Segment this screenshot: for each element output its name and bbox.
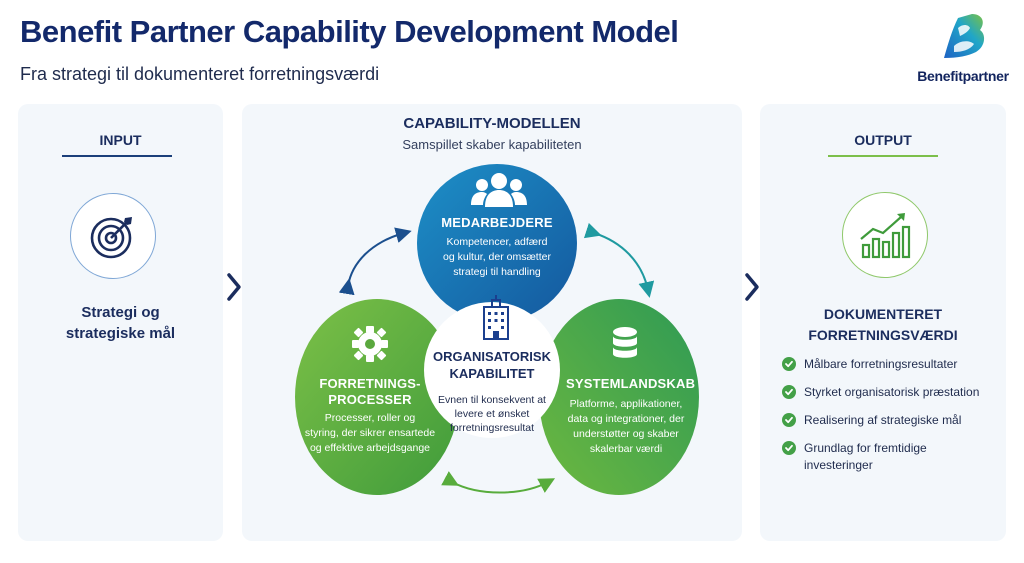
system-body: Platforme, applikationer, data og integr… — [561, 397, 691, 457]
input-heading: INPUT — [99, 132, 142, 148]
people-body: Kompetencer, adfærd og kultur, der omsæt… — [427, 235, 567, 280]
core-title-line: KAPABILITET — [449, 366, 535, 381]
output-title-line: FORRETNINGSVÆRDI — [808, 327, 958, 343]
process-body-line: Processer, roller og — [324, 412, 416, 424]
core-title-line: ORGANISATORISK — [433, 349, 551, 364]
input-text-line2: strategiske mål — [65, 325, 176, 342]
list-item: Styrket organisatorisk præstation — [782, 384, 996, 401]
input-text: Strategi og strategiske mål — [18, 302, 223, 344]
core-body-line: forretningsresultat — [449, 422, 535, 434]
process-title-line: FORRETNINGS- — [319, 376, 421, 391]
core-body: Evnen til konsekvent at levere et ønsket… — [438, 393, 546, 435]
list-item-label: Grundlag for fremtidige investeringer — [804, 441, 927, 472]
check-icon — [782, 441, 796, 455]
arrow-people-process — [338, 227, 412, 296]
system-body-line: data og integrationer, der — [567, 413, 685, 425]
database-icon — [613, 327, 637, 358]
arrow-process-system — [441, 471, 556, 494]
list-item: Målbare forretningsresultater — [782, 356, 996, 373]
page-title: Benefit Partner Capability Development M… — [20, 14, 679, 49]
logo: Benefitpartner — [912, 10, 1014, 86]
growth-chart-icon — [860, 213, 911, 259]
system-circle — [539, 299, 699, 495]
process-body: Processer, roller og styring, der sikrer… — [300, 411, 440, 456]
output-heading: OUTPUT — [854, 132, 912, 148]
people-body-line: og kultur, der omsætter — [443, 251, 551, 263]
list-item: Grundlag for fremtidige investeringer — [782, 440, 996, 474]
system-body-line: skalerbar værdi — [589, 443, 663, 455]
system-title: SYSTEMLANDSKAB — [566, 376, 696, 391]
gear-icon — [352, 326, 388, 362]
list-item-label: Styrket organisatorisk præstation — [804, 385, 980, 399]
output-list: Målbare forretningsresultater Styrket or… — [782, 356, 996, 485]
output-title-line: DOKUMENTERET — [823, 306, 943, 322]
chevron-right-icon — [226, 272, 242, 310]
output-rule — [828, 155, 938, 157]
input-text-line1: Strategi og — [81, 304, 160, 321]
people-title: MEDARBEJDERE — [441, 215, 553, 230]
core-title: ORGANISATORISK KAPABILITET — [432, 348, 552, 382]
system-body-line: understøtter og skaber — [573, 428, 679, 440]
process-body-line: og effektive arbejdsgange — [309, 442, 431, 454]
process-body-line: styring, der sikrer ensartede — [304, 427, 436, 439]
process-circle — [295, 299, 459, 495]
list-item-label: Realisering af strategiske mål — [804, 413, 962, 427]
arrow-people-system — [583, 222, 655, 298]
output-icon-circle — [842, 192, 928, 278]
core-circle — [424, 302, 560, 438]
check-icon — [782, 385, 796, 399]
target-icon — [90, 217, 132, 259]
benefitpartner-logo-icon — [944, 14, 985, 58]
list-item: Realisering af strategiske mål — [782, 412, 996, 429]
check-icon — [782, 357, 796, 371]
input-icon-circle — [70, 193, 156, 279]
people-body-line: strategi til handling — [453, 266, 541, 278]
output-panel — [760, 104, 1006, 541]
input-rule — [62, 155, 172, 157]
people-circle — [417, 164, 577, 322]
input-panel — [18, 104, 223, 541]
page-subtitle: Fra strategi til dokumenteret forretning… — [20, 64, 380, 84]
chevron-right-icon — [744, 272, 760, 310]
core-body-line: levere et ønsket — [454, 408, 530, 420]
capability-heading: CAPABILITY-MODELLEN — [403, 115, 581, 132]
process-title: FORRETNINGS- PROCESSER — [310, 376, 430, 408]
people-icon — [471, 173, 527, 207]
process-title-line: PROCESSER — [328, 392, 412, 407]
check-icon — [782, 413, 796, 427]
system-body-line: Platforme, applikationer, — [569, 398, 683, 410]
core-body-line: Evnen til konsekvent at — [438, 394, 546, 406]
output-title: DOKUMENTERET FORRETNINGSVÆRDI — [760, 304, 1006, 346]
capability-subheading: Samspillet skaber kapabiliteten — [402, 137, 582, 152]
people-body-line: Kompetencer, adfærd — [446, 236, 548, 248]
building-icon — [483, 295, 509, 340]
logo-text: Benefitpartner — [917, 68, 1009, 84]
list-item-label: Målbare forretningsresultater — [804, 357, 958, 371]
